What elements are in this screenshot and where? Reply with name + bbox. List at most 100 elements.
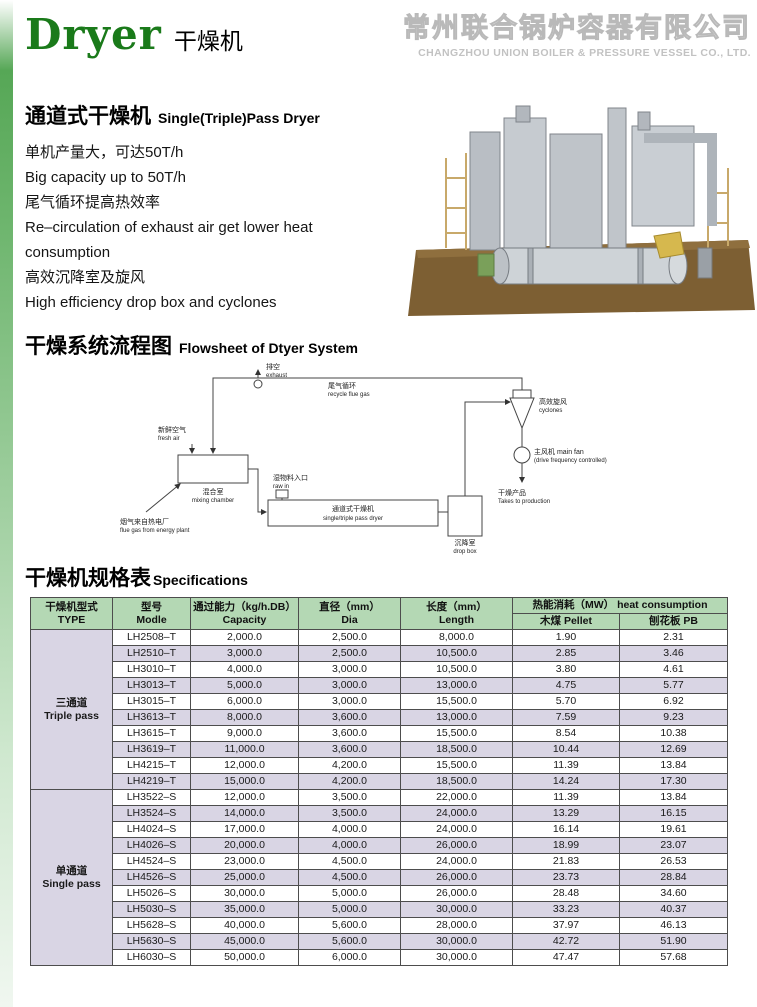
header: Dryer 干燥机 bbox=[25, 10, 243, 59]
table-cell: LH3015–T bbox=[112, 693, 191, 710]
left-accent-bar bbox=[0, 0, 13, 1007]
table-cell: LH2508–T bbox=[112, 629, 191, 646]
section1-title-en: Single(Triple)Pass Dryer bbox=[158, 110, 320, 126]
table-cell: 15,500.0 bbox=[400, 693, 513, 710]
table-cell: 2.85 bbox=[512, 645, 620, 662]
table-cell: 3,000.0 bbox=[298, 661, 401, 678]
section1-heading: 通道式干燥机 Single(Triple)Pass Dryer bbox=[25, 100, 320, 130]
table-cell: 42.72 bbox=[512, 933, 620, 950]
col-header-heat: 热能消耗（MW） heat consumption bbox=[511, 597, 729, 614]
flow-label-recycle-en: recycle flue gas bbox=[328, 392, 370, 398]
table-cell: 3,500.0 bbox=[298, 805, 401, 822]
table-cell: 4,000.0 bbox=[190, 661, 299, 678]
flow-label-fresh-en: fresh air bbox=[158, 436, 180, 442]
table-cell: 16.14 bbox=[512, 821, 620, 838]
table-cell: LH5030–S bbox=[112, 901, 191, 918]
table-cell: 3,600.0 bbox=[298, 741, 401, 758]
table-cell: 2.31 bbox=[618, 629, 729, 646]
flow-label-fan-en: (drive frequency controlled) bbox=[534, 458, 607, 464]
table-cell: 25,000.0 bbox=[190, 869, 299, 886]
table-cell: 40,000.0 bbox=[190, 917, 299, 934]
table-cell: 40.37 bbox=[618, 901, 729, 918]
company-name-en: CHANGZHOU UNION BOILER & PRESSURE VESSEL… bbox=[418, 47, 751, 59]
col-header-length: 长度（mm）Length bbox=[400, 597, 513, 630]
col-header-pellet: 木煤 Pellet bbox=[512, 613, 620, 630]
table-cell: 34.60 bbox=[618, 885, 729, 902]
table-cell: 23.07 bbox=[618, 837, 729, 854]
table-cell: 28.48 bbox=[512, 885, 620, 902]
table-cell: 12.69 bbox=[618, 741, 729, 758]
table-cell: 18,500.0 bbox=[400, 741, 513, 758]
table-cell: 26,000.0 bbox=[400, 869, 513, 886]
table-cell: 24,000.0 bbox=[400, 805, 513, 822]
section3-title-cn: 干燥机规格表 bbox=[25, 567, 151, 590]
table-cell: 33.23 bbox=[512, 901, 620, 918]
table-cell: LH3619–T bbox=[112, 741, 191, 758]
table-cell: LH5628–S bbox=[112, 917, 191, 934]
flow-label-recycle-cn: 尾气循环 bbox=[328, 381, 356, 390]
table-cell: LH3010–T bbox=[112, 661, 191, 678]
table-cell: 17,000.0 bbox=[190, 821, 299, 838]
flow-label-exhaust-cn: 排空 bbox=[266, 362, 280, 371]
table-cell: 7.59 bbox=[512, 709, 620, 726]
table-cell: 46.13 bbox=[618, 917, 729, 934]
table-cell: 18,500.0 bbox=[400, 773, 513, 790]
table-cell: 22,000.0 bbox=[400, 789, 513, 806]
table-cell: 30,000.0 bbox=[400, 949, 513, 966]
table-cell: 6.92 bbox=[618, 693, 729, 710]
table-cell: 45,000.0 bbox=[190, 933, 299, 950]
table-cell: 26.53 bbox=[618, 853, 729, 870]
section2-title-cn: 干燥系统流程图 bbox=[25, 335, 172, 358]
flow-label-mixing-en: mixing chamber bbox=[192, 498, 234, 504]
table-cell: 51.90 bbox=[618, 933, 729, 950]
table-cell: 21.83 bbox=[512, 853, 620, 870]
table-cell: 3.46 bbox=[618, 645, 729, 662]
table-cell: 13.29 bbox=[512, 805, 620, 822]
brand-chinese: 干燥机 bbox=[173, 28, 243, 54]
table-cell: 4,200.0 bbox=[298, 773, 401, 790]
table-cell: 19.61 bbox=[618, 821, 729, 838]
table-cell: 8.54 bbox=[512, 725, 620, 742]
table-cell: 3,500.0 bbox=[298, 789, 401, 806]
table-cell: 57.68 bbox=[618, 949, 729, 966]
table-cell: LH4526–S bbox=[112, 869, 191, 886]
section2-title-en: Flowsheet of Dtyer System bbox=[179, 340, 358, 356]
table-cell: LH5630–S bbox=[112, 933, 191, 950]
table-cell: LH6030–S bbox=[112, 949, 191, 966]
table-cell: 5,600.0 bbox=[298, 917, 401, 934]
table-cell: LH3615–T bbox=[112, 725, 191, 742]
col-header-pb: 刨花板 PB bbox=[618, 613, 729, 630]
table-cell: 5,000.0 bbox=[298, 901, 401, 918]
table-cell: 4.75 bbox=[512, 677, 620, 694]
company-name-cn: 常州联合锅炉容器有限公司 bbox=[403, 13, 751, 44]
col-header-capacity: 通过能力（kg/h.DB）Capacity bbox=[190, 597, 299, 630]
table-cell: 4,000.0 bbox=[298, 821, 401, 838]
table-cell: 13,000.0 bbox=[400, 709, 513, 726]
table-cell: 10,500.0 bbox=[400, 645, 513, 662]
flow-label-exhaust-en: exhaust bbox=[266, 373, 287, 379]
table-cell: 9,000.0 bbox=[190, 725, 299, 742]
table-cell: 8,000.0 bbox=[190, 709, 299, 726]
table-cell: 24,000.0 bbox=[400, 821, 513, 838]
table-cell: 11,000.0 bbox=[190, 741, 299, 758]
table-cell: 50,000.0 bbox=[190, 949, 299, 966]
flow-label-fresh-cn: 新鲜空气 bbox=[158, 425, 186, 434]
table-cell: LH5026–S bbox=[112, 885, 191, 902]
table-cell: 37.97 bbox=[512, 917, 620, 934]
table-cell: 28,000.0 bbox=[400, 917, 513, 934]
table-cell: 2,500.0 bbox=[298, 629, 401, 646]
table-cell: 17.30 bbox=[618, 773, 729, 790]
flow-label-fan-cn: 主风机 main fan bbox=[534, 447, 584, 456]
